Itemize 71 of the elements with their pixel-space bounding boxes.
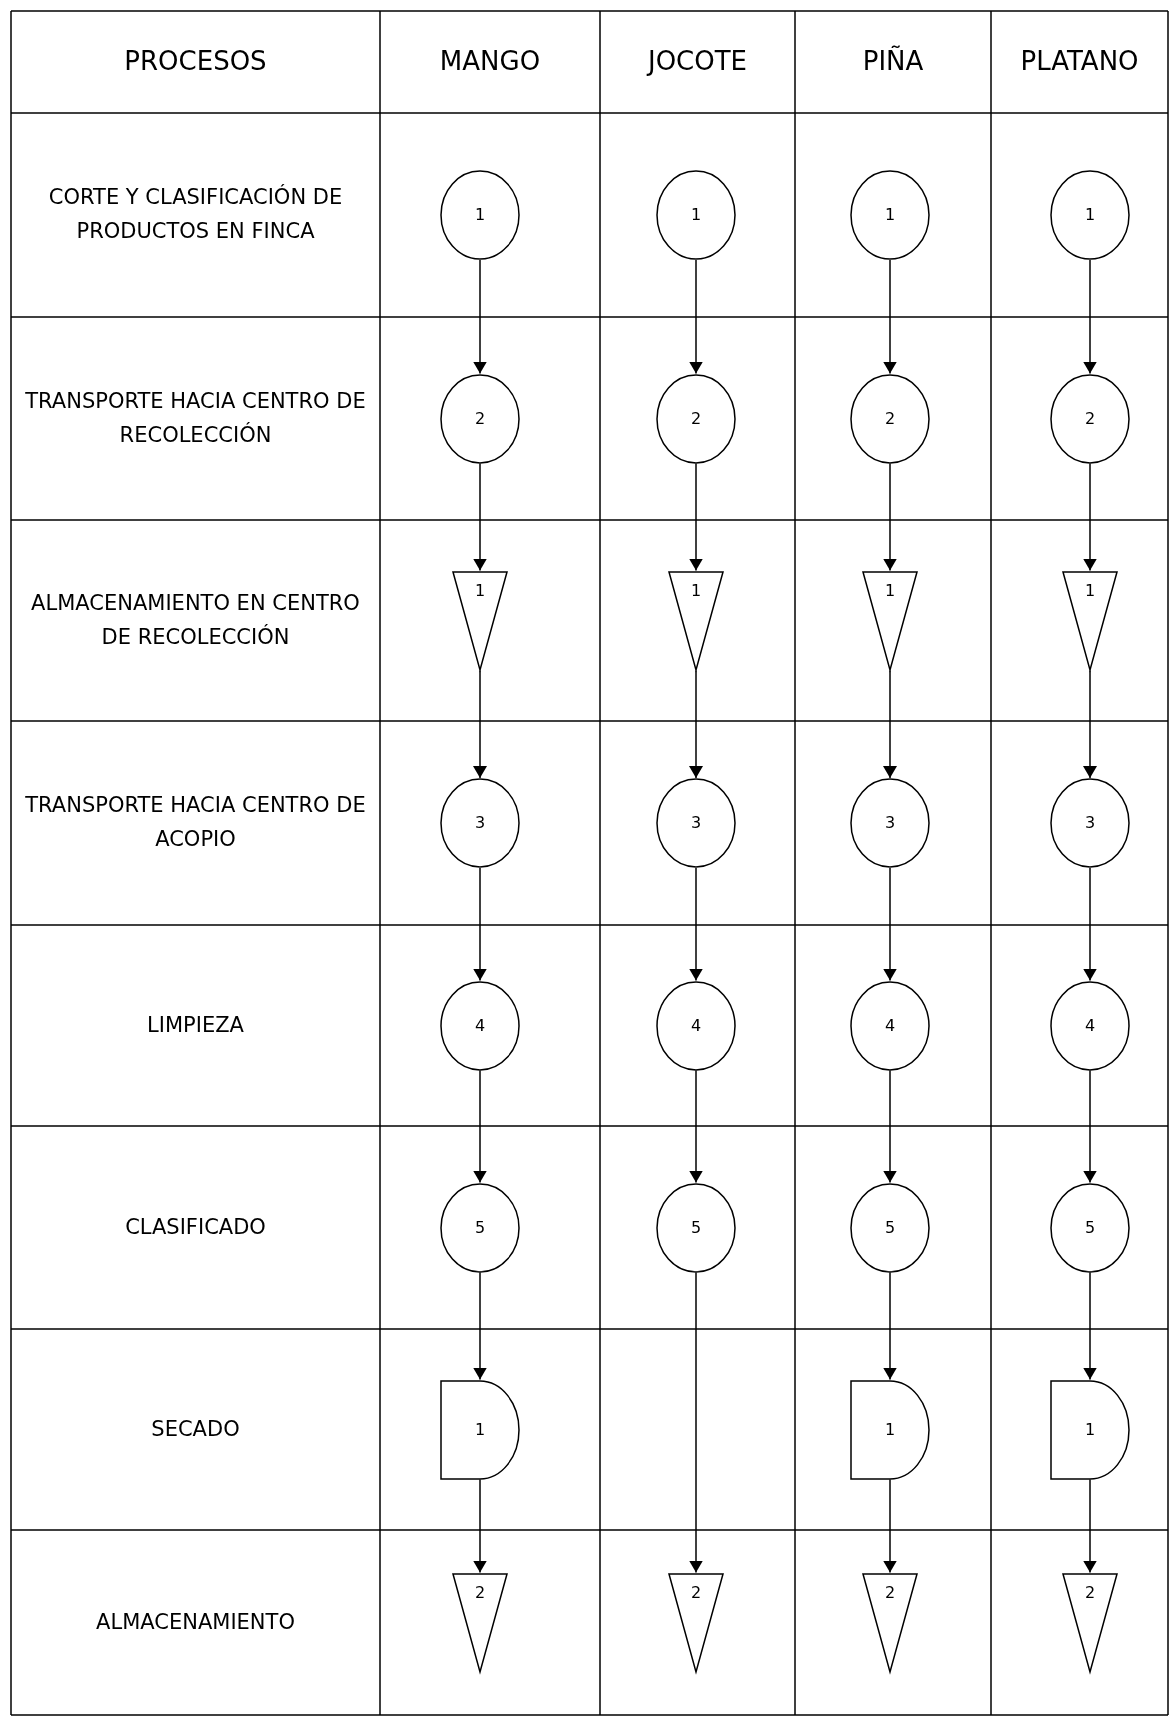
- operation-circle: 5: [1050, 1182, 1130, 1273]
- process-label: CLASIFICADO: [125, 1213, 266, 1241]
- arrow: [473, 867, 487, 982]
- column-header: PLATANO: [1020, 45, 1139, 79]
- operation-circle: 1: [1050, 170, 1130, 260]
- arrow: [473, 669, 487, 779]
- storage-triangle: 2: [1062, 1572, 1118, 1673]
- arrow: [473, 462, 487, 572]
- process-label: LIMPIEZA: [147, 1011, 244, 1039]
- operation-circle: 5: [656, 1182, 736, 1273]
- process-label: TRANSPORTE HACIA CENTRO DE RECOLECCIÓN: [24, 387, 367, 449]
- arrow: [883, 1478, 897, 1574]
- arrow: [883, 867, 897, 982]
- storage-triangle: 2: [862, 1572, 918, 1673]
- process-label: ALMACENAMIENTO: [96, 1608, 295, 1636]
- process-label: TRANSPORTE HACIA CENTRO DE ACOPIO: [24, 792, 367, 853]
- operation-circle: 2: [850, 373, 930, 464]
- operation-circle: 5: [850, 1182, 930, 1273]
- arrow: [1083, 259, 1097, 375]
- arrow: [689, 259, 703, 375]
- arrow: [883, 1069, 897, 1184]
- operation-circle: 2: [656, 373, 736, 464]
- delay-symbol: 1: [1050, 1379, 1130, 1480]
- arrow: [689, 1271, 703, 1574]
- storage-triangle: 1: [862, 570, 918, 671]
- arrow: [1083, 462, 1097, 572]
- arrow: [1083, 1271, 1097, 1381]
- storage-triangle: 2: [452, 1572, 508, 1673]
- column-header: PIÑA: [862, 44, 924, 79]
- operation-circle: 3: [440, 778, 520, 868]
- arrow: [883, 259, 897, 375]
- process-label: CORTE Y CLASIFICACIÓN DE PRODUCTOS EN FINCA: [47, 183, 344, 245]
- arrow: [473, 1478, 487, 1574]
- operation-circle: 4: [440, 980, 520, 1071]
- arrow: [1083, 669, 1097, 779]
- storage-triangle: 2: [668, 1572, 724, 1673]
- operation-circle: 3: [1050, 778, 1130, 868]
- arrow: [883, 669, 897, 779]
- storage-triangle: 1: [1062, 570, 1118, 671]
- arrow: [473, 1271, 487, 1381]
- arrow: [689, 462, 703, 572]
- arrow: [1083, 867, 1097, 982]
- operation-circle: 1: [850, 170, 930, 260]
- arrow: [1083, 1069, 1097, 1184]
- column-header: JOCOTE: [647, 45, 748, 79]
- arrow: [883, 462, 897, 572]
- operation-circle: 3: [656, 778, 736, 868]
- arrow: [689, 867, 703, 982]
- arrow: [689, 669, 703, 779]
- operation-circle: 4: [850, 980, 930, 1071]
- delay-symbol: 1: [850, 1379, 930, 1480]
- process-label: ALMACENAMIENTO EN CENTRO DE RECOLECCIÓN: [30, 589, 361, 651]
- delay-symbol: 1: [440, 1379, 520, 1480]
- operation-circle: 5: [440, 1182, 520, 1273]
- operation-circle: 4: [656, 980, 736, 1071]
- arrow: [883, 1271, 897, 1381]
- column-header: PROCESOS: [124, 45, 267, 79]
- storage-triangle: 1: [668, 570, 724, 671]
- arrow: [1083, 1478, 1097, 1574]
- operation-circle: 1: [440, 170, 520, 260]
- arrow: [473, 1069, 487, 1184]
- process-label: SECADO: [151, 1415, 240, 1443]
- operation-circle: 2: [440, 373, 520, 464]
- operation-circle: 1: [656, 170, 736, 260]
- arrow: [689, 1069, 703, 1184]
- operation-circle: 4: [1050, 980, 1130, 1071]
- operation-circle: 3: [850, 778, 930, 868]
- arrow: [473, 259, 487, 375]
- operation-circle: 2: [1050, 373, 1130, 464]
- storage-triangle: 1: [452, 570, 508, 671]
- column-header: MANGO: [439, 45, 541, 79]
